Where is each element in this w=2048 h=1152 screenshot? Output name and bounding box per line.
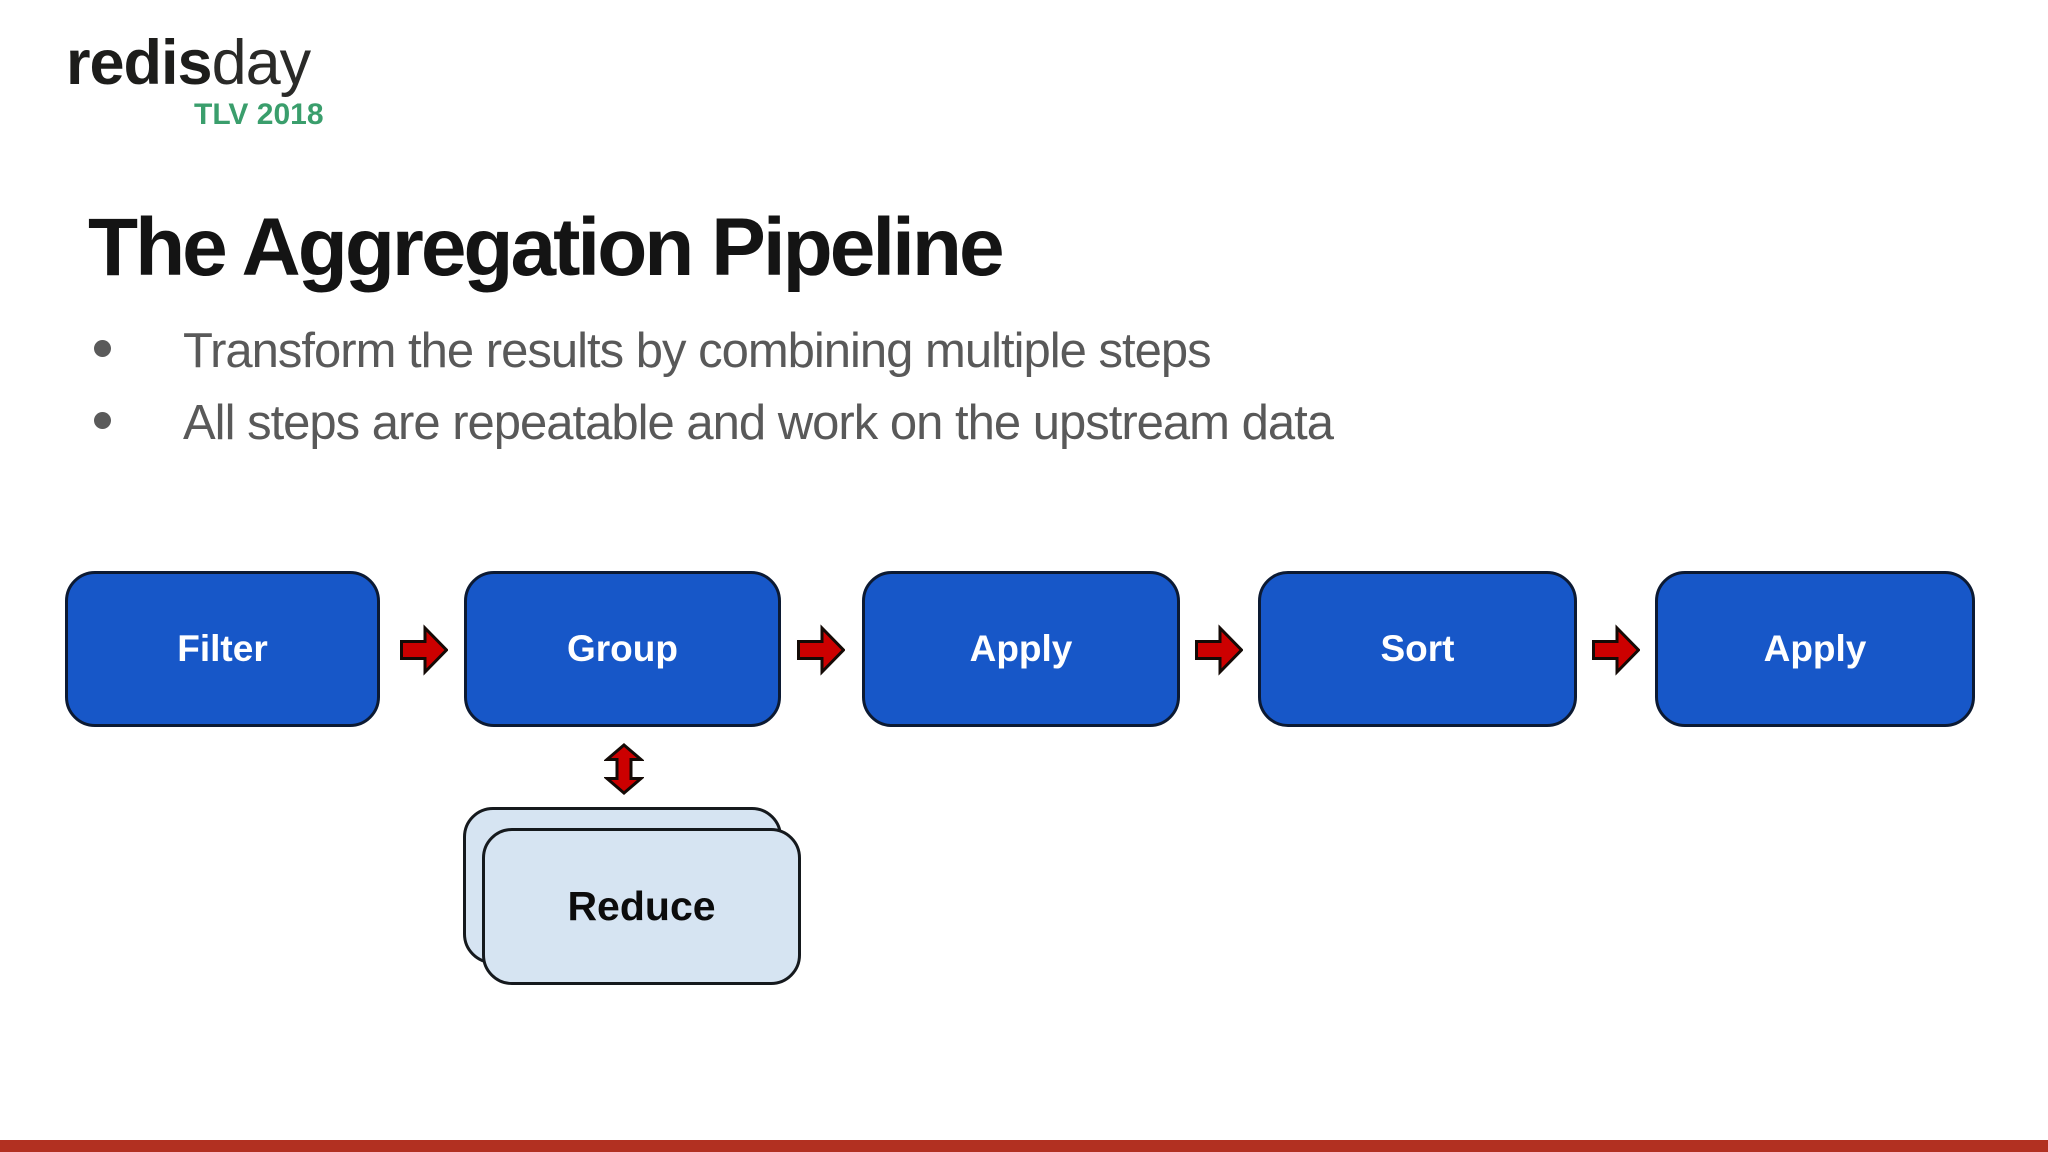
page-title: The Aggregation Pipeline bbox=[88, 201, 1005, 293]
pipeline-step-label: Apply bbox=[1763, 628, 1867, 669]
logo-redis-text: redis bbox=[66, 28, 213, 98]
flow-arrow-icon bbox=[1592, 624, 1640, 676]
logo-day-text: day bbox=[211, 28, 312, 98]
bullet-text: Transform the results by combining multi… bbox=[183, 324, 1212, 378]
pipeline-step-label: Group bbox=[567, 628, 678, 669]
logo-event-text: TLV 2018 bbox=[194, 98, 324, 131]
redisday-logo: redisday TLV 2018 bbox=[66, 32, 386, 132]
bullet-dot-icon bbox=[94, 412, 111, 429]
pipeline-step-apply-2: Apply bbox=[1655, 571, 1975, 727]
logo-wordmark: redisday bbox=[66, 32, 386, 95]
reduce-box: Reduce bbox=[482, 828, 801, 985]
bullet-dot-icon bbox=[94, 340, 111, 357]
flow-arrow-icon bbox=[400, 624, 448, 676]
flow-arrow-icon bbox=[1195, 624, 1243, 676]
bullet-list: Transform the results by combining multi… bbox=[88, 318, 1334, 462]
pipeline-step-label: Filter bbox=[177, 628, 268, 669]
pipeline-step-sort: Sort bbox=[1258, 571, 1577, 727]
list-item: All steps are repeatable and work on the… bbox=[88, 390, 1334, 462]
reduce-label: Reduce bbox=[567, 883, 716, 929]
bidirectional-arrow-icon bbox=[604, 743, 644, 795]
pipeline-step-filter: Filter bbox=[65, 571, 380, 727]
pipeline-step-label: Apply bbox=[969, 628, 1073, 669]
pipeline-step-apply-1: Apply bbox=[862, 571, 1180, 727]
bullet-text: All steps are repeatable and work on the… bbox=[183, 396, 1334, 450]
flow-arrow-icon bbox=[797, 624, 845, 676]
pipeline-step-label: Sort bbox=[1380, 628, 1455, 669]
pipeline-step-group: Group bbox=[464, 571, 781, 727]
footer-accent-bar bbox=[0, 1140, 2048, 1152]
list-item: Transform the results by combining multi… bbox=[88, 318, 1333, 390]
